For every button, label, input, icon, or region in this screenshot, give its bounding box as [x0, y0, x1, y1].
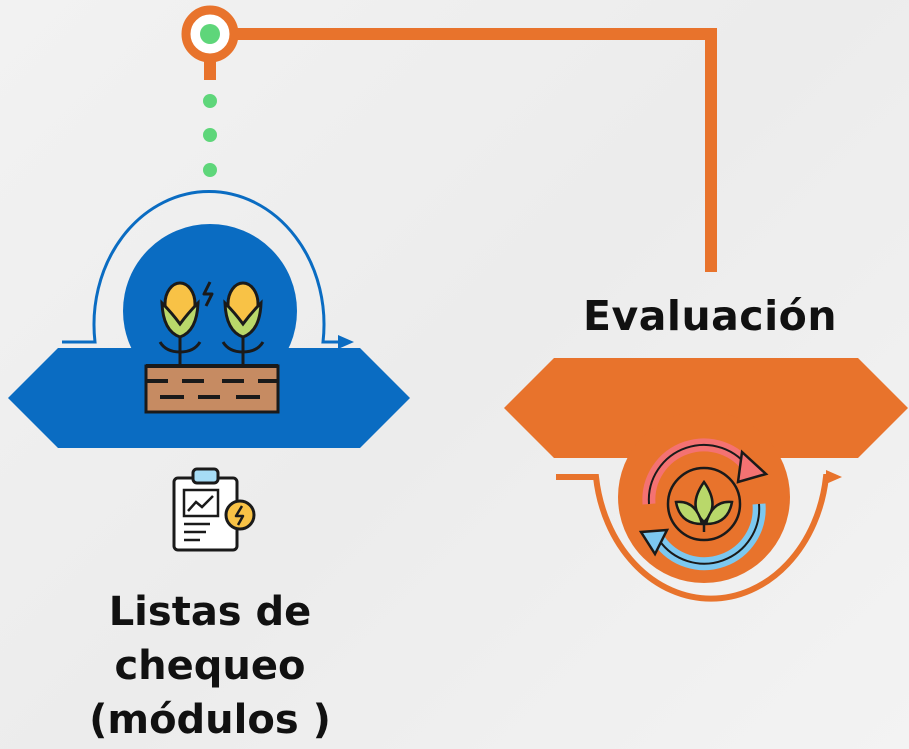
orange-arc-arrow	[556, 474, 830, 602]
connector-dot	[203, 94, 217, 108]
start-node-dot	[200, 24, 220, 44]
label-line: Listas de	[108, 589, 312, 635]
blue-arc-arrow	[62, 189, 342, 344]
orange-arrowhead	[826, 470, 842, 484]
connector-dot	[203, 128, 217, 142]
connector-line	[237, 28, 717, 272]
label-evaluacion: Evaluación	[582, 292, 838, 340]
label-listas-de-chequeo: Listas de chequeo (módulos )	[60, 585, 360, 747]
cycle-leaves-icon	[638, 438, 769, 571]
connector-stub	[204, 58, 216, 80]
label-line: (módulos )	[89, 697, 331, 743]
label-line: chequeo	[114, 643, 306, 689]
clipboard-chart-icon	[172, 467, 256, 552]
crop-field-icon	[144, 281, 280, 414]
orange-hexagon-banner	[504, 358, 908, 458]
blue-arrowhead	[338, 335, 354, 349]
connector-dot	[203, 163, 217, 177]
